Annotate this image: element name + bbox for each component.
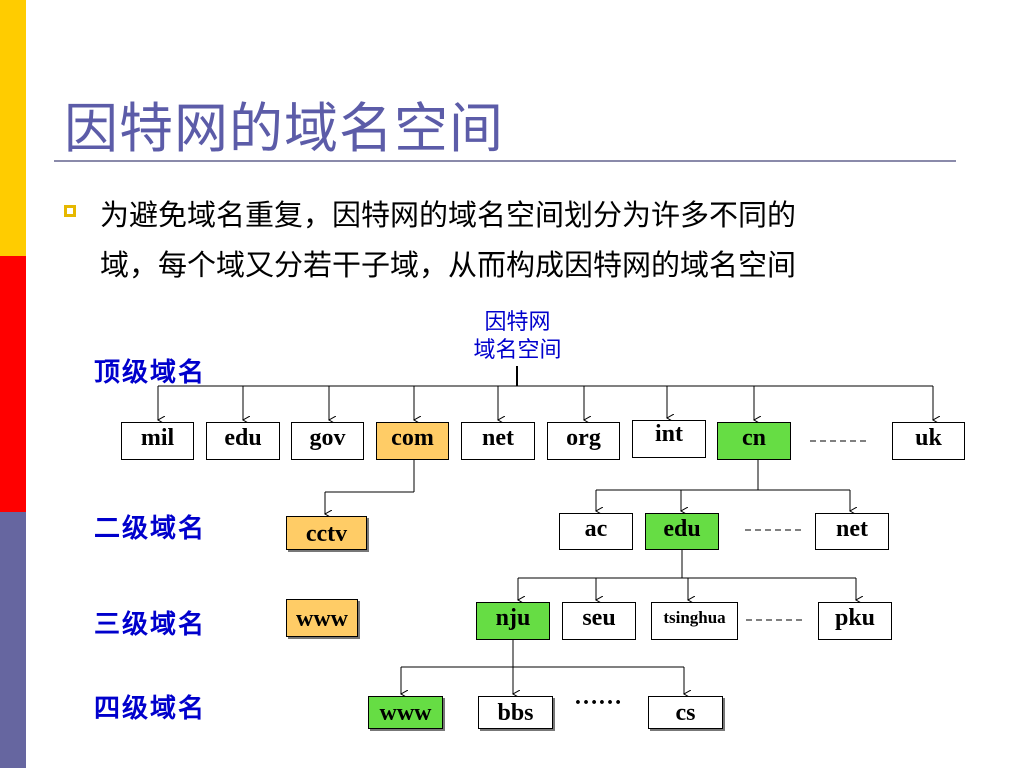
- node-com: com: [376, 422, 449, 460]
- node-pku: pku: [818, 602, 892, 640]
- node-cn-net: net: [815, 513, 889, 550]
- node-edu: edu: [206, 422, 280, 460]
- node-cctv-www: www: [286, 599, 358, 637]
- node-cs: cs: [648, 696, 723, 729]
- slide-title: 因特网的域名空间: [64, 97, 504, 160]
- node-tsinghua: tsinghua: [651, 602, 738, 640]
- node-cn: cn: [717, 422, 791, 460]
- bullet-text: 为避免域名重复，因特网的域名空间划分为许多不同的 域，每个域又分若干子域，从而构…: [100, 190, 960, 290]
- root-label-line-2: 域名空间: [473, 338, 562, 363]
- node-mil: mil: [121, 422, 194, 460]
- level-label-third: 三级域名: [94, 610, 207, 640]
- node-bbs: bbs: [478, 696, 553, 729]
- node-nju: nju: [476, 602, 550, 640]
- node-ac: ac: [559, 513, 633, 550]
- node-net: net: [461, 422, 535, 460]
- title-divider: [54, 160, 956, 162]
- square-bullet-icon: [64, 205, 76, 217]
- fourth-level-ellipsis: ……: [574, 684, 622, 710]
- node-uk: uk: [892, 422, 965, 460]
- node-org: org: [547, 422, 620, 460]
- level-label-second: 二级域名: [94, 514, 207, 544]
- bullet-line-2: 域，每个域又分若干子域，从而构成因特网的域名空间: [100, 248, 797, 282]
- node-nju-www: www: [368, 696, 443, 729]
- accent-bar-blue: [0, 512, 26, 768]
- accent-bar-red: [0, 256, 26, 512]
- node-int: int: [632, 420, 706, 458]
- node-cn-edu: edu: [645, 513, 719, 550]
- node-cctv: cctv: [286, 516, 367, 550]
- node-seu: seu: [562, 602, 636, 640]
- node-gov: gov: [291, 422, 364, 460]
- level-label-top: 顶级域名: [94, 358, 207, 388]
- root-node-label: 因特网 域名空间: [455, 309, 580, 365]
- accent-bar-yellow: [0, 0, 26, 256]
- level-label-fourth: 四级域名: [94, 694, 207, 724]
- root-label-line-1: 因特网: [484, 310, 551, 335]
- bullet-line-1: 为避免域名重复，因特网的域名空间划分为许多不同的: [100, 198, 797, 232]
